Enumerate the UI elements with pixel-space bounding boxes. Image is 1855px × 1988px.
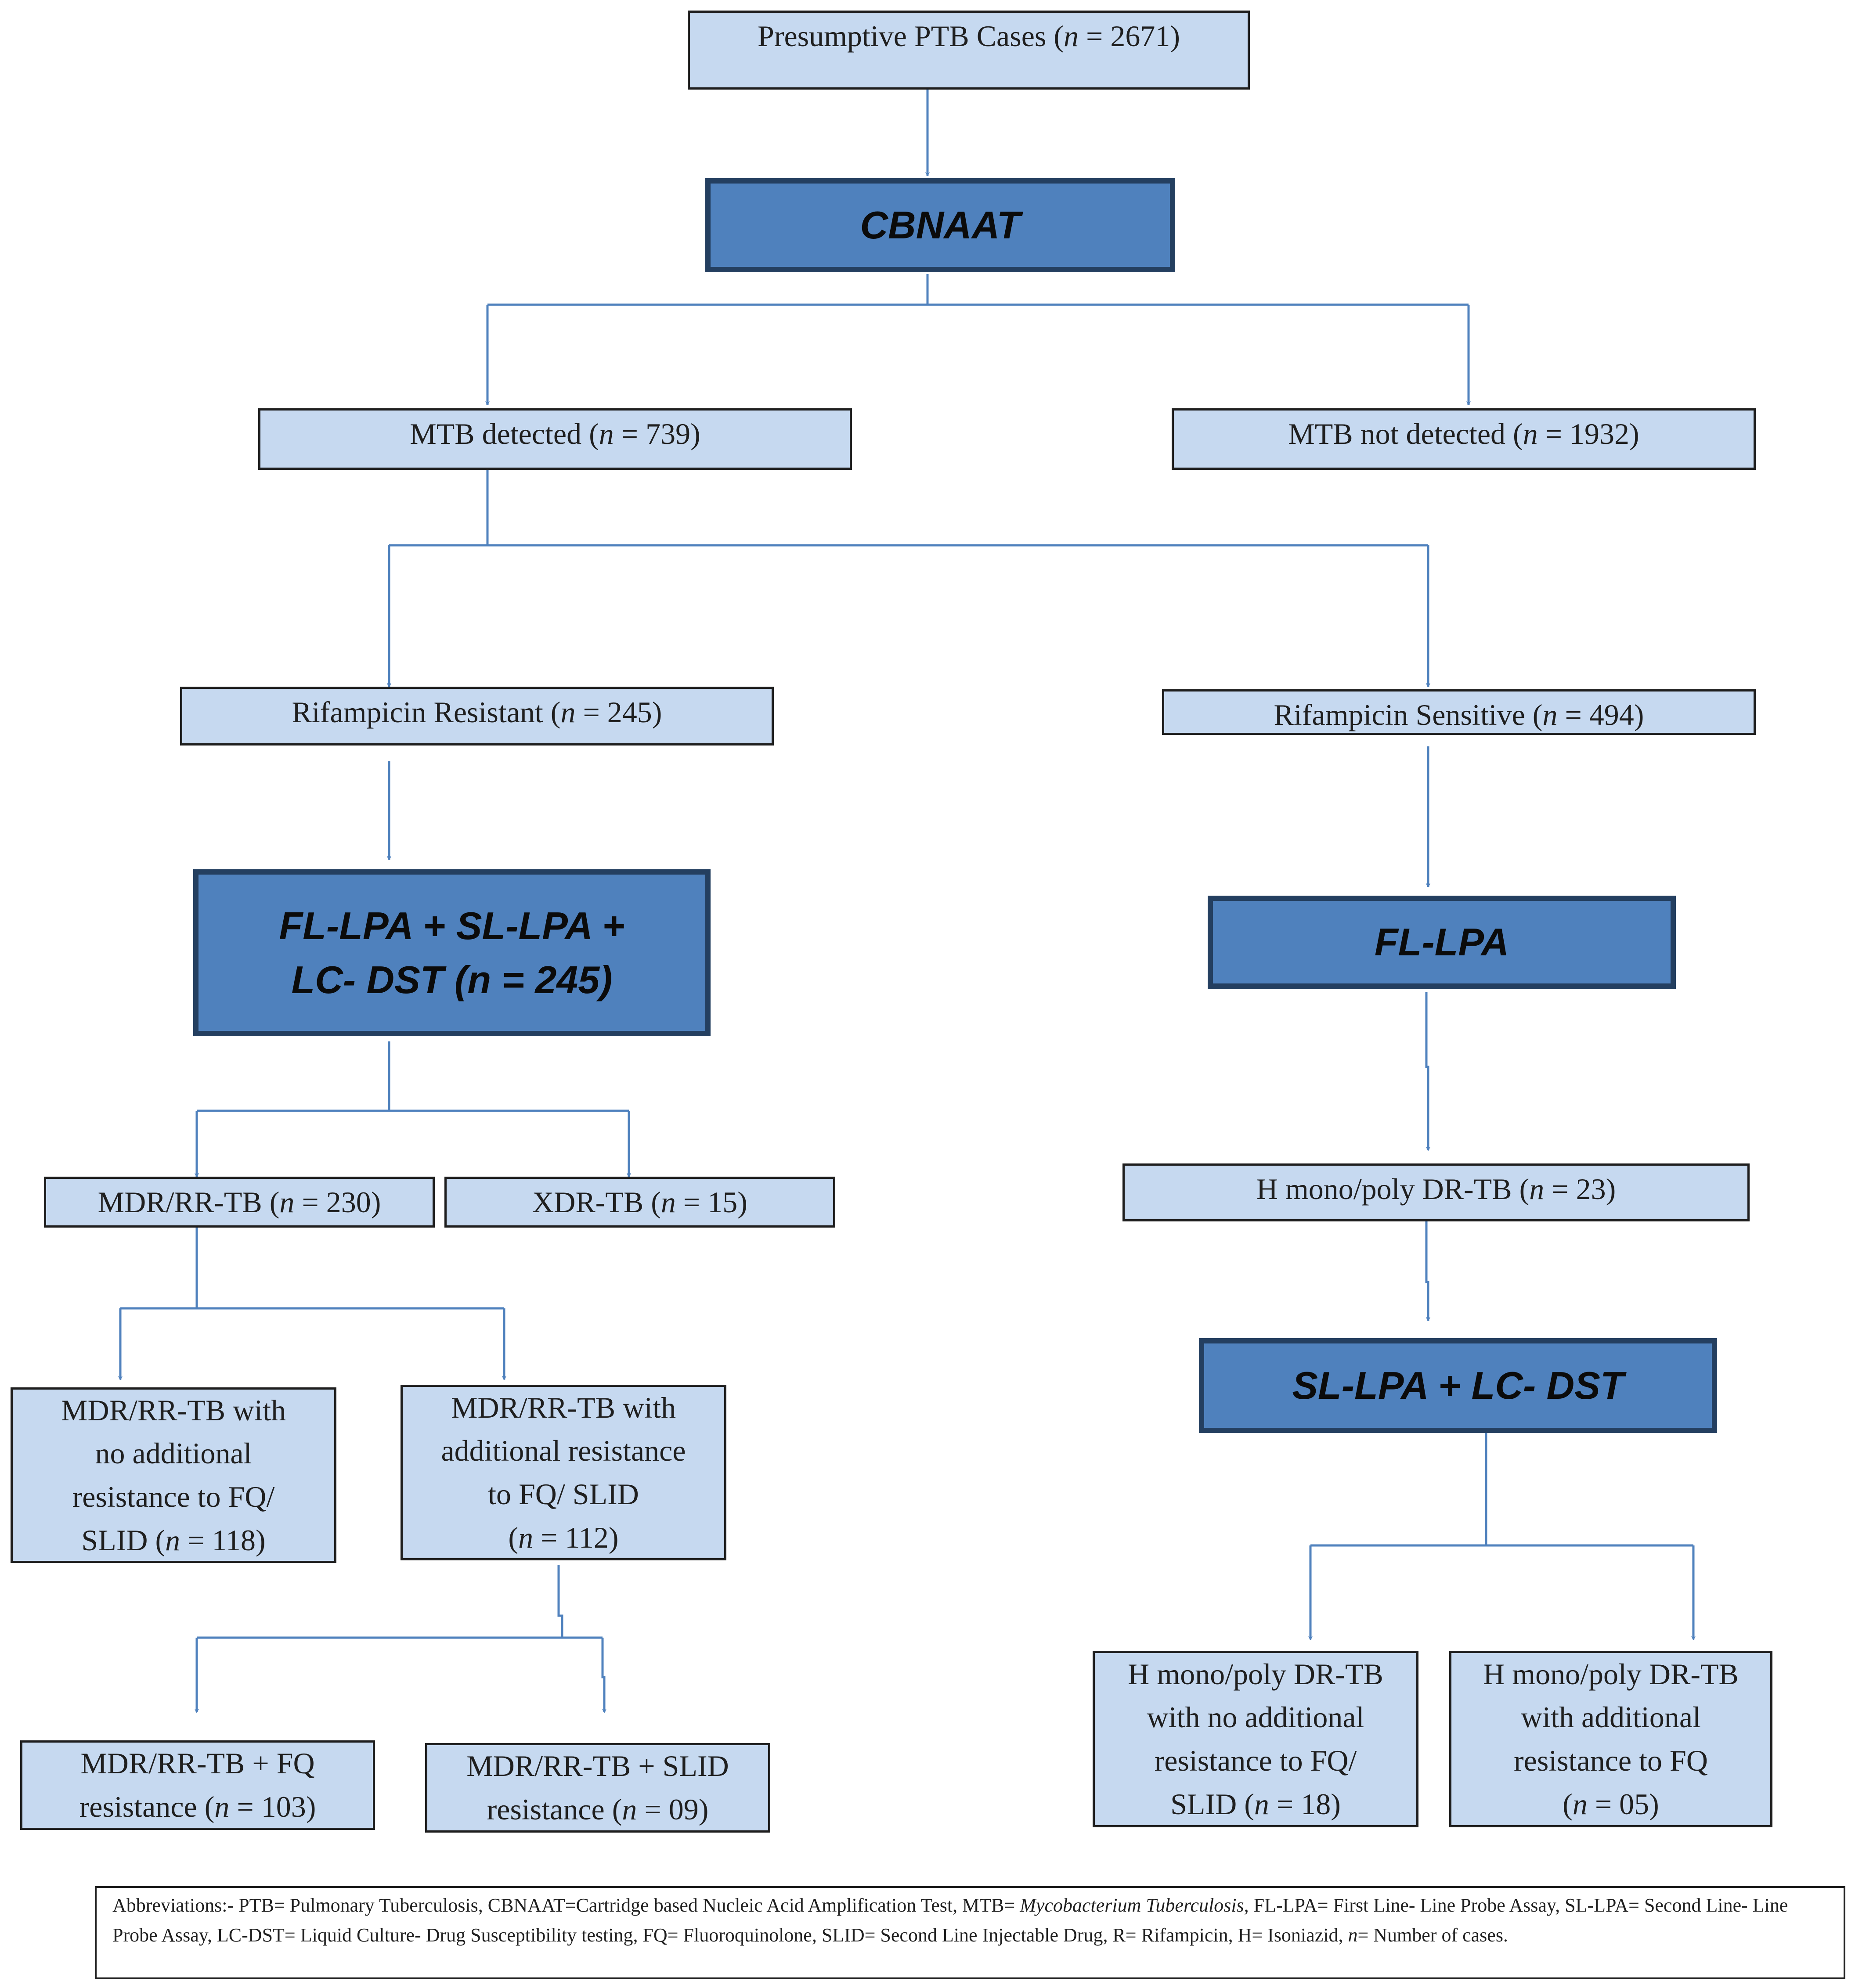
n-symbol: n	[165, 1523, 180, 1557]
sl-lc-method-box: SL-LPA + LC- DST	[1199, 1338, 1717, 1433]
mdr-add-line1: MDR/RR-TB with	[451, 1390, 676, 1424]
abbr-part3: = Number of cases.	[1357, 1924, 1508, 1946]
mdr-slid-box: MDR/RR-TB + SLID resistance (n = 09)	[425, 1743, 770, 1833]
h-no-add-count: = 18)	[1269, 1787, 1341, 1821]
xdr-tb-box: XDR-TB (n = 15)	[444, 1177, 835, 1228]
rif-resistant-text: Rifampicin Resistant (	[292, 695, 561, 729]
connector-h-mono-to-sl-lc	[1425, 1221, 1428, 1321]
n-symbol: n	[1572, 1787, 1588, 1821]
abbr-part2: , FL-LPA= First Line- Line Probe Assay, …	[112, 1894, 1788, 1946]
mdr-add-line2: additional resistance	[441, 1434, 686, 1468]
mtb-detected-text: MTB detected (	[410, 417, 599, 450]
fl-lpa-method-box: FL-LPA	[1208, 896, 1676, 989]
mdr-additional-box: MDR/RR-TB with additional resistance to …	[401, 1385, 726, 1560]
mtb-detected-box: MTB detected (n = 739)	[258, 408, 852, 470]
connector-mdr-add-split	[557, 1565, 563, 1638]
h-no-add-line1: H mono/poly DR-TB	[1128, 1657, 1383, 1691]
n-symbol: n	[622, 1793, 637, 1826]
h-no-add-line4: SLID (	[1170, 1787, 1254, 1821]
h-no-additional-box: H mono/poly DR-TB with no additional res…	[1093, 1651, 1418, 1827]
fl-sl-lc-line1: FL-LPA + SL-LPA +	[279, 904, 625, 947]
mdr-no-add-count: = 118)	[180, 1523, 266, 1557]
mdr-rr-text: MDR/RR-TB (	[97, 1185, 280, 1219]
cbnaat-label: CBNAAT	[860, 203, 1021, 247]
sl-lc-label: SL-LPA + LC- DST	[1292, 1364, 1624, 1408]
mdr-no-add-line1: MDR/RR-TB with	[61, 1393, 286, 1427]
mdr-no-add-line2: no additional	[95, 1437, 252, 1470]
mdr-slid-line1: MDR/RR-TB + SLID	[466, 1749, 729, 1783]
abbr-mtb-italic: Mycobacterium Tuberculosis	[1020, 1894, 1244, 1916]
n-symbol: n	[560, 695, 576, 729]
xdr-text: XDR-TB (	[532, 1185, 661, 1219]
h-mono-text: H mono/poly DR-TB (	[1256, 1172, 1530, 1206]
mdr-no-add-line4: SLID (	[81, 1523, 166, 1557]
mtb-not-detected-count: = 1932)	[1537, 417, 1639, 450]
n-symbol: n	[214, 1790, 230, 1823]
h-add-line4: (	[1563, 1787, 1573, 1821]
abbreviations-box: Abbreviations:- PTB= Pulmonary Tuberculo…	[95, 1886, 1845, 1979]
rif-resistant-count: = 245)	[575, 695, 662, 729]
mdr-rr-tb-box: MDR/RR-TB (n = 230)	[44, 1177, 435, 1228]
mdr-no-additional-box: MDR/RR-TB with no additional resistance …	[11, 1387, 336, 1563]
n-symbol: n	[599, 417, 614, 450]
mdr-add-line4: (	[508, 1520, 519, 1554]
abbr-part1: Abbreviations:- PTB= Pulmonary Tuberculo…	[112, 1894, 1020, 1916]
mdr-fq-box: MDR/RR-TB + FQ resistance (n = 103)	[20, 1740, 375, 1830]
mdr-fq-line1: MDR/RR-TB + FQ	[80, 1747, 315, 1780]
mdr-rr-count: = 230)	[294, 1185, 381, 1219]
mdr-add-line3: to FQ/ SLID	[488, 1477, 639, 1511]
h-add-line1: H mono/poly DR-TB	[1483, 1657, 1739, 1691]
mdr-add-count: = 112)	[533, 1520, 619, 1554]
h-mono-poly-box: H mono/poly DR-TB (n = 23)	[1122, 1163, 1750, 1221]
h-add-line3: resistance to FQ	[1514, 1744, 1708, 1777]
mdr-slid-line2: resistance (	[487, 1793, 622, 1826]
mdr-fq-line2: resistance (	[79, 1790, 215, 1823]
fl-sl-lc-method-box: FL-LPA + SL-LPA + LC- DST (n = 245)	[193, 869, 711, 1036]
n-symbol: n	[279, 1185, 295, 1219]
mdr-fq-count: = 103)	[229, 1790, 316, 1823]
presumptive-count: = 2671)	[1078, 19, 1180, 53]
h-mono-count: = 23)	[1544, 1172, 1616, 1206]
n-symbol: n	[518, 1520, 534, 1554]
h-additional-box: H mono/poly DR-TB with additional resist…	[1449, 1651, 1772, 1827]
rif-sensitive-box: Rifampicin Sensitive (n = 494)	[1162, 689, 1756, 735]
n-symbol: n	[1529, 1172, 1545, 1206]
n-symbol: n	[1254, 1787, 1269, 1821]
mtb-detected-count: = 739)	[614, 417, 700, 450]
cbnaat-method-box: CBNAAT	[705, 178, 1175, 272]
h-no-add-line2: with no additional	[1147, 1700, 1364, 1734]
n-symbol: n	[1542, 698, 1558, 731]
rif-resistant-box: Rifampicin Resistant (n = 245)	[180, 687, 774, 746]
fl-lpa-label: FL-LPA	[1374, 920, 1509, 964]
h-no-add-line3: resistance to FQ/	[1154, 1744, 1357, 1777]
rif-sensitive-count: = 494)	[1557, 698, 1644, 731]
presumptive-ptb-box: Presumptive PTB Cases (n = 2671)	[688, 11, 1250, 90]
abbr-n-italic: n	[1348, 1924, 1358, 1946]
xdr-count: = 15)	[675, 1185, 747, 1219]
mtb-not-detected-text: MTB not detected (	[1288, 417, 1523, 450]
h-add-line2: with additional	[1521, 1700, 1701, 1734]
mtb-not-detected-box: MTB not detected (n = 1932)	[1172, 408, 1756, 470]
n-symbol: n	[1063, 19, 1079, 53]
n-symbol: n	[660, 1185, 676, 1219]
mdr-no-add-line3: resistance to FQ/	[72, 1480, 275, 1513]
rif-sensitive-text: Rifampicin Sensitive (	[1274, 698, 1543, 731]
h-add-count: = 05)	[1587, 1787, 1659, 1821]
n-symbol: n	[1523, 417, 1538, 450]
mdr-slid-count: = 09)	[637, 1793, 709, 1826]
connector-fl-lpa-to-h-mono	[1425, 992, 1428, 1150]
fl-sl-lc-line2: LC- DST (n = 245)	[291, 958, 613, 1001]
presumptive-text: Presumptive PTB Cases (	[758, 19, 1064, 53]
connector-to-mdr-slid	[601, 1638, 604, 1712]
